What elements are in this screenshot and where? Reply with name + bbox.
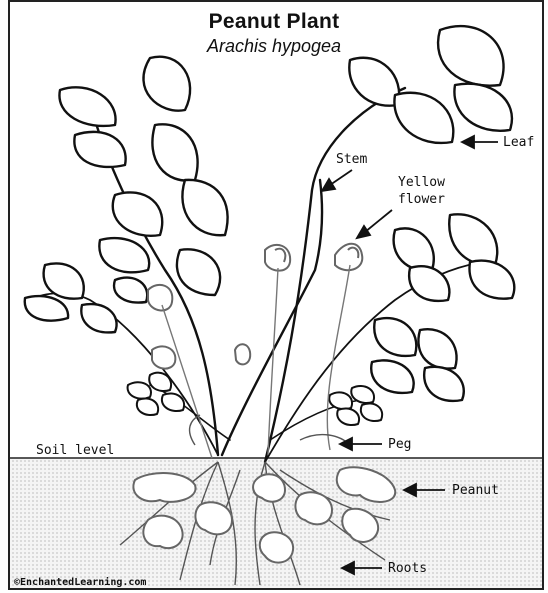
peanut <box>295 492 332 524</box>
label-roots: Roots <box>388 561 427 576</box>
label-peanut: Peanut <box>452 483 499 498</box>
peanut <box>143 516 182 548</box>
flower-arrow <box>357 210 392 238</box>
leaf-cluster-base-left <box>128 373 185 415</box>
peanut <box>133 473 195 502</box>
diagram-title: Peanut Plant <box>0 10 548 34</box>
label-leaf: Leaf <box>503 135 534 150</box>
yellow-flower-middle <box>265 245 290 271</box>
label-stem: Stem <box>336 152 367 167</box>
leaf-cluster-upper-left <box>59 57 197 181</box>
leaf-cluster-base-right <box>329 386 382 425</box>
label-peg: Peg <box>388 437 411 452</box>
label-flower-line2: flower <box>398 192 445 207</box>
diagram-subtitle: Arachis hypogea <box>0 36 548 57</box>
leaf-cluster-middle-right <box>394 214 515 301</box>
yellow-flower-lower <box>152 346 175 368</box>
label-soil-level: Soil level <box>36 443 114 458</box>
peanut <box>195 502 232 534</box>
label-flower-line1: Yellow <box>398 175 445 190</box>
yellow-flower-upper <box>335 244 362 270</box>
leaf-cluster-lower-right <box>371 318 464 401</box>
stem-arrow <box>322 170 352 191</box>
peg-arrow <box>340 438 382 450</box>
yellow-flower-bud <box>235 344 250 364</box>
copyright-text: ©EnchantedLearning.com <box>14 577 146 588</box>
yellow-flower-left <box>148 285 172 311</box>
leaf-arrow <box>462 136 498 148</box>
